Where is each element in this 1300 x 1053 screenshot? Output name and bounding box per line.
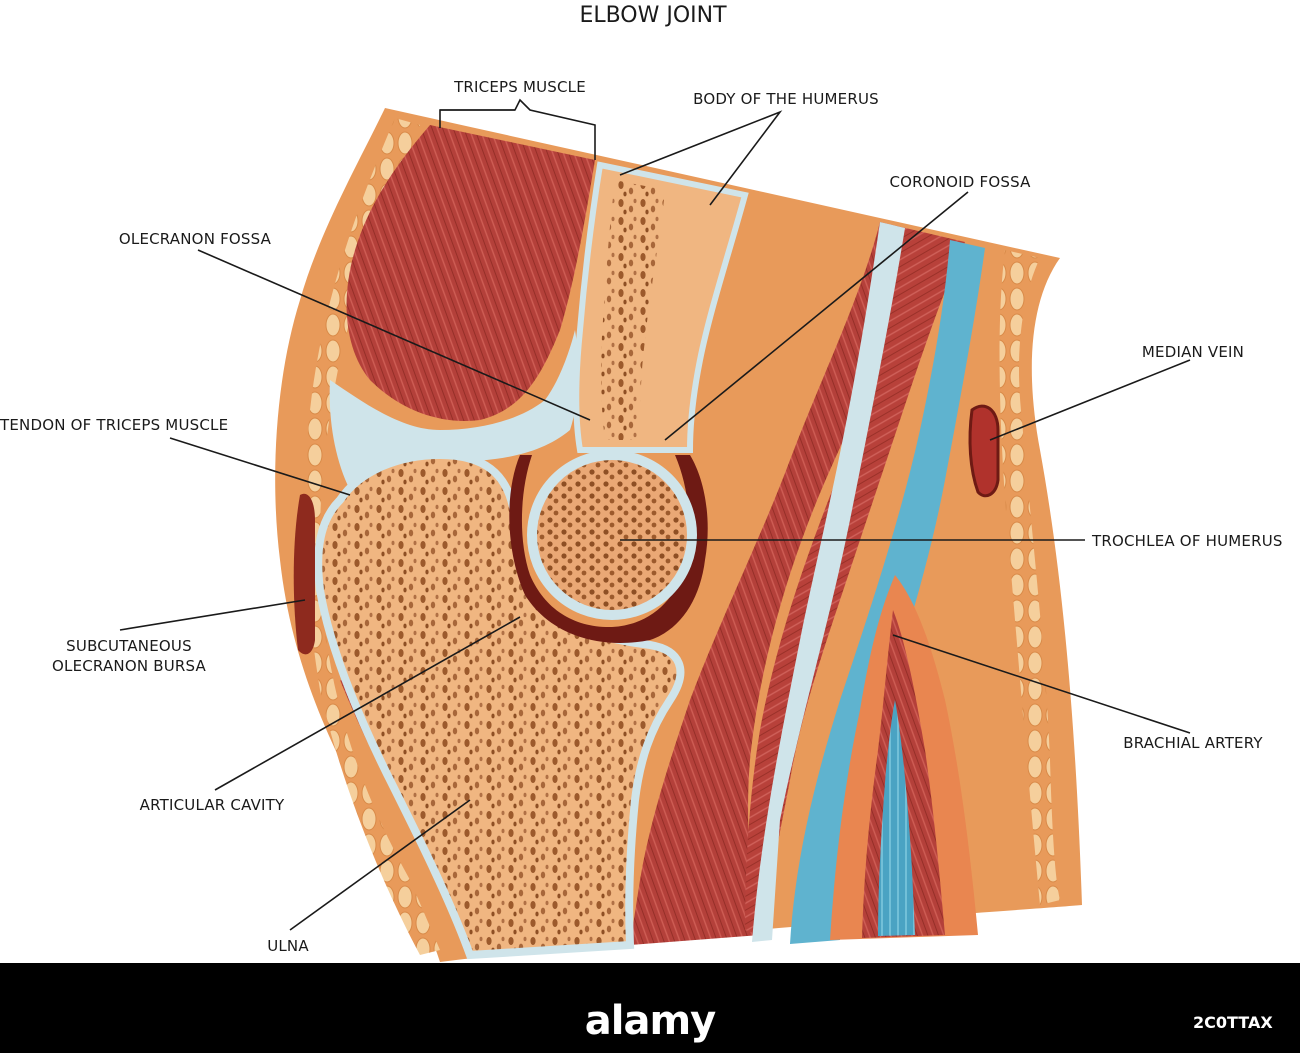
watermark-banner: [0, 963, 1300, 1053]
leader-median-vein: [989, 359, 1191, 441]
label-brachial-artery: BRACHIAL ARTERY: [1123, 734, 1263, 752]
page-title: ELBOW JOINT: [579, 3, 727, 28]
label-triceps-muscle: TRICEPS MUSCLE: [453, 78, 586, 96]
humerus-marrow: [600, 180, 665, 440]
label-bursa-line2: OLECRANON BURSA: [52, 657, 206, 675]
leader-articular-cavity: [214, 616, 521, 791]
brachial-artery-core: [878, 700, 915, 936]
watermark-logo: alamy: [584, 998, 716, 1044]
leader-tendon-triceps: [169, 437, 351, 496]
label-median-vein: MEDIAN VEIN: [1142, 343, 1244, 361]
right-fat-layer: [999, 250, 1060, 905]
elbow-illustration: [275, 108, 1082, 962]
label-olecranon-fossa: OLECRANON FOSSA: [119, 230, 272, 248]
trochlea-shape: [527, 450, 697, 620]
leader-bursa: [119, 599, 306, 631]
label-body-of-humerus: BODY OF THE HUMERUS: [693, 90, 879, 108]
label-ulna: ULNA: [267, 937, 309, 955]
anterior-tendon: [752, 222, 905, 942]
label-tendon-of-triceps: TENDON OF TRICEPS MUSCLE: [0, 416, 228, 434]
stock-image-id: 2C0TTAX: [1193, 1013, 1273, 1032]
leader-lines: [119, 98, 1191, 931]
labels: TRICEPS MUSCLE BODY OF THE HUMERUS CORON…: [0, 78, 1283, 955]
label-trochlea-of-humerus: TROCHLEA OF HUMERUS: [1091, 532, 1283, 550]
leader-ulna: [289, 799, 471, 931]
triceps-tendon: [329, 330, 579, 490]
leader-coronoid-fossa: [664, 191, 969, 441]
articular-cavity-shape: [509, 455, 708, 643]
olecranon-bursa-shape: [293, 493, 315, 655]
left-fat-layer: [304, 118, 440, 955]
label-articular-cavity: ARTICULAR CAVITY: [140, 796, 285, 814]
ulna-bone: [314, 450, 685, 960]
leader-body-humerus: [619, 110, 783, 206]
median-vein-shape: [968, 404, 1000, 498]
leader-brachial-artery: [892, 634, 1191, 734]
leader-olecranon-fossa: [197, 249, 591, 421]
label-bursa-line1: SUBCUTANEOUS: [66, 637, 192, 655]
label-coronoid-fossa: CORONOID FOSSA: [889, 173, 1031, 191]
blue-tendon: [790, 240, 985, 944]
triceps-muscle-shape: [346, 125, 595, 421]
